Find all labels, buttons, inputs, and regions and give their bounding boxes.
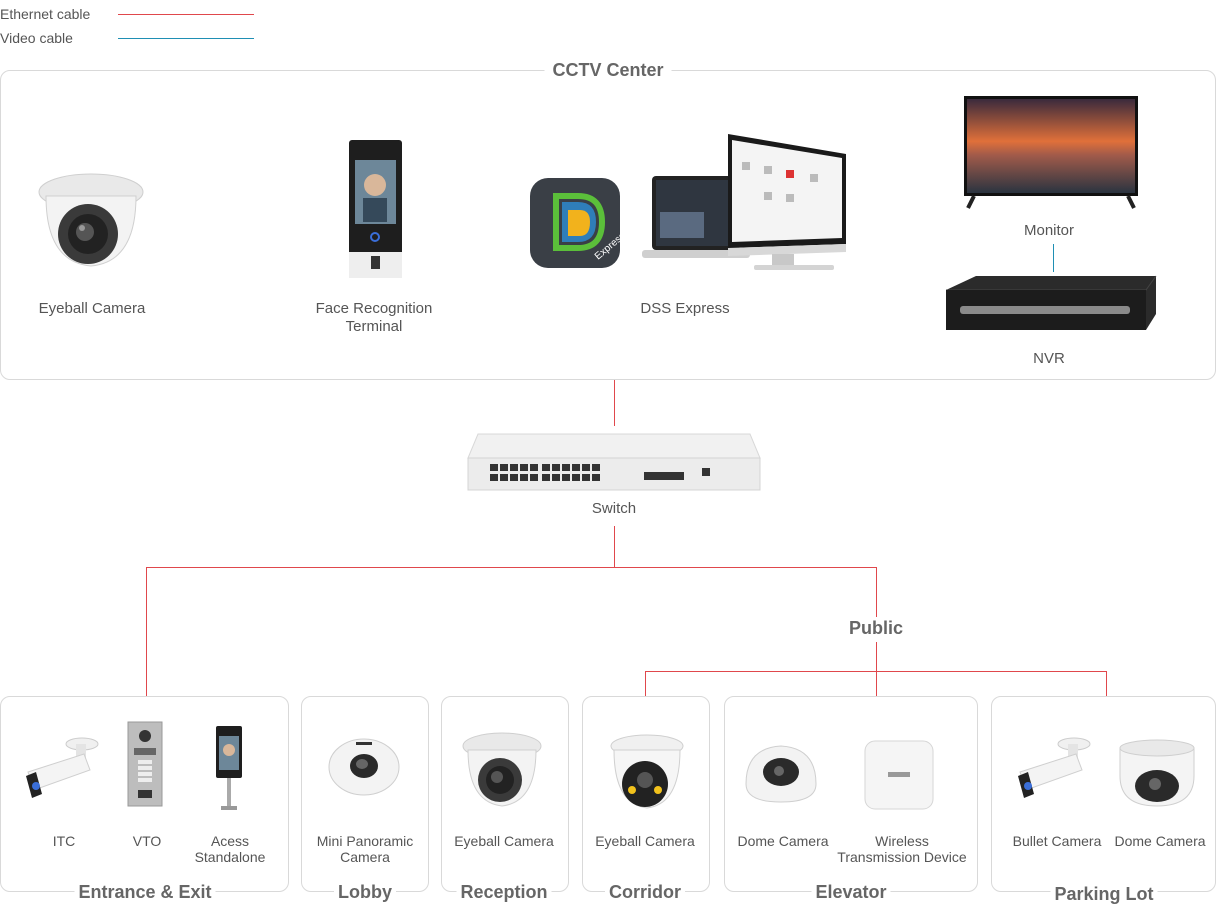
- ethernet-cable-parking: [1106, 671, 1107, 697]
- wireless-transmitter-icon: [864, 740, 934, 810]
- public-label: Public: [848, 618, 904, 638]
- eyeball-camera-label: Eyeball Camera: [38, 300, 146, 317]
- eyeball-camera-icon: [462, 732, 542, 807]
- vto-intercom-icon: [127, 721, 163, 807]
- itc-camera-icon: [26, 737, 99, 798]
- access-standalone-icon: [216, 726, 242, 810]
- monitor-label: Monitor: [1023, 222, 1075, 239]
- ethernet-cable-public-lower: [876, 642, 877, 697]
- face-recognition-terminal-icon: [349, 140, 402, 278]
- wireless-device-label-line1: Wireless: [875, 833, 929, 849]
- legend-video-label: Video cable: [0, 30, 73, 46]
- elevator-dome-label: Dome Camera: [737, 833, 829, 849]
- monitor-icon: [964, 96, 1138, 209]
- mini-panoramic-label-line2: Camera: [340, 849, 390, 865]
- eyeball-camera-icon: [610, 734, 684, 809]
- dss-express-label: DSS Express: [640, 300, 730, 317]
- legend-ethernet-label: Ethernet cable: [0, 6, 91, 22]
- network-switch-icon: [467, 433, 761, 491]
- group-title-parking-lot: Parking Lot: [1050, 884, 1158, 905]
- parking-dome-label: Dome Camera: [1114, 833, 1206, 849]
- video-cable-monitor-nvr: [1053, 244, 1054, 272]
- cctv-center-title: CCTV Center: [544, 60, 672, 81]
- nvr-icon: [946, 275, 1157, 330]
- face-terminal-label-line2: Terminal: [345, 318, 403, 335]
- ethernet-cable-entrance: [146, 567, 147, 697]
- dome-camera-icon: [745, 745, 817, 803]
- wireless-device-label-line2: Transmission Device: [837, 849, 967, 865]
- legend-ethernet-line: [118, 14, 254, 15]
- corridor-eyeball-label: Eyeball Camera: [595, 833, 695, 849]
- group-title-lobby: Lobby: [334, 882, 396, 903]
- face-terminal-label-line1: Face Recognition: [315, 300, 433, 317]
- legend-video-line: [118, 38, 254, 39]
- group-title-entrance-exit: Entrance & Exit: [74, 882, 216, 903]
- ethernet-cable-corridor: [645, 671, 646, 697]
- group-title-reception: Reception: [456, 882, 552, 903]
- switch-label: Switch: [591, 500, 637, 517]
- ethernet-cable-public-upper: [876, 567, 877, 617]
- ethernet-cable-branch-horizontal: [146, 567, 877, 568]
- group-title-corridor: Corridor: [605, 882, 685, 903]
- bullet-camera-icon: [1018, 737, 1091, 798]
- ethernet-cable-center-switch: [614, 380, 615, 426]
- fisheye-camera-icon: [328, 738, 400, 796]
- ethernet-cable-public-horizontal: [645, 671, 1107, 672]
- group-title-elevator: Elevator: [811, 882, 891, 903]
- dss-express-icon: Express: [530, 134, 846, 270]
- vto-label: VTO: [132, 833, 162, 849]
- access-standalone-label-line2: Standalone: [194, 849, 266, 865]
- eyeball-camera-icon: [38, 173, 144, 267]
- itc-label: ITC: [52, 833, 76, 849]
- nvr-label: NVR: [1033, 350, 1065, 367]
- mini-panoramic-label-line1: Mini Panoramic: [316, 833, 414, 849]
- reception-eyeball-label: Eyeball Camera: [454, 833, 554, 849]
- parking-bullet-label: Bullet Camera: [1012, 833, 1102, 849]
- dome-camera-icon: [1119, 739, 1195, 807]
- access-standalone-label-line1: Acess: [210, 833, 250, 849]
- ethernet-cable-switch-down: [614, 526, 615, 568]
